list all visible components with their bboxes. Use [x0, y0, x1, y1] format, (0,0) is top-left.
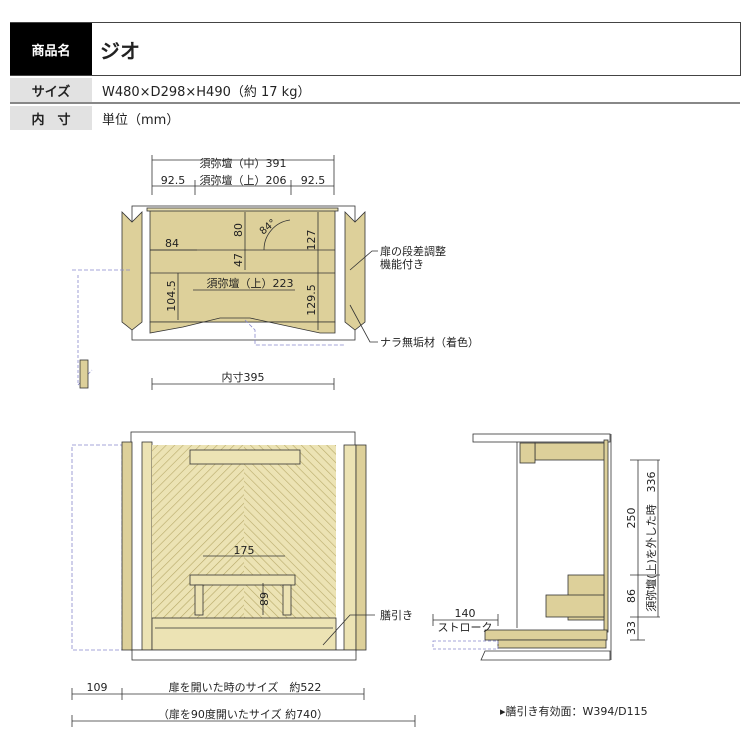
dim-upper-stand: 須弥壇（上）206 — [200, 173, 287, 187]
dim-80: 80 — [232, 223, 245, 237]
dim-84: 84 — [165, 237, 179, 250]
dim-mid-stand: 須弥壇（中）391 — [200, 156, 287, 170]
inner-size-label: 内 寸 — [10, 106, 92, 130]
product-name-label: 商品名 — [10, 23, 92, 75]
dim-127: 127 — [305, 230, 318, 251]
dim-140: 140 — [455, 607, 476, 620]
open-size: 扉を開いた時のサイズ 約522 — [169, 680, 322, 694]
open-90-size: （扉を90度開いたサイズ 約740） — [158, 707, 328, 721]
note-oak-wood: ナラ無垢材（着色） — [380, 335, 479, 349]
side-view: 140 ストローク 250 86 33 336 須弥壇(上)を外した時 ▸膳引き… — [432, 433, 660, 718]
dim-33: 33 — [625, 621, 638, 635]
size-value: W480×D298×H490（約 17 kg） — [102, 84, 311, 100]
dim-upper-stand-223: 須弥壇（上）223 — [207, 276, 294, 290]
removed-upper-stand-note: 須弥壇(上)を外した時 — [644, 504, 658, 612]
dim-175: 175 — [234, 544, 255, 557]
dim-inner-width: 内寸395 — [222, 370, 265, 384]
note-drawer: 膳引き — [380, 608, 413, 622]
size-row: サイズ W480×D298×H490（約 17 kg） — [10, 78, 740, 104]
dim-right: 92.5 — [301, 174, 326, 187]
inner-size-row: 内 寸 単位（mm） — [10, 106, 740, 130]
size-label: サイズ — [10, 78, 92, 102]
dim-47: 47 — [232, 253, 245, 267]
inner-size-unit: 単位（mm） — [102, 112, 180, 128]
note-door-adjust: 扉の段差調整 — [380, 244, 446, 258]
dim-250: 250 — [625, 508, 638, 529]
drawer-effective-size: ▸膳引き有効面：W394/D115 — [500, 704, 648, 718]
product-name-row: 商品名 ジオ — [10, 22, 741, 76]
front-view: 175 68 膳引き 109 扉を開いた時のサイズ 約522 （扉を90度開いた… — [71, 431, 416, 727]
product-name: ジオ — [100, 38, 140, 63]
dim-86: 86 — [625, 589, 638, 603]
dim-129-5: 129.5 — [305, 284, 318, 316]
note-door-adjust-2: 機能付き — [380, 257, 424, 271]
dim-109: 109 — [87, 681, 108, 694]
dim-left: 92.5 — [161, 174, 186, 187]
dim-68: 68 — [257, 592, 270, 606]
dim-104-5: 104.5 — [165, 280, 178, 312]
top-view: 須弥壇（中）391 92.5 須弥壇（上）206 92.5 84 80 47 8… — [72, 155, 479, 390]
dim-336: 336 — [645, 472, 658, 493]
stroke-label: ストローク — [438, 621, 493, 634]
